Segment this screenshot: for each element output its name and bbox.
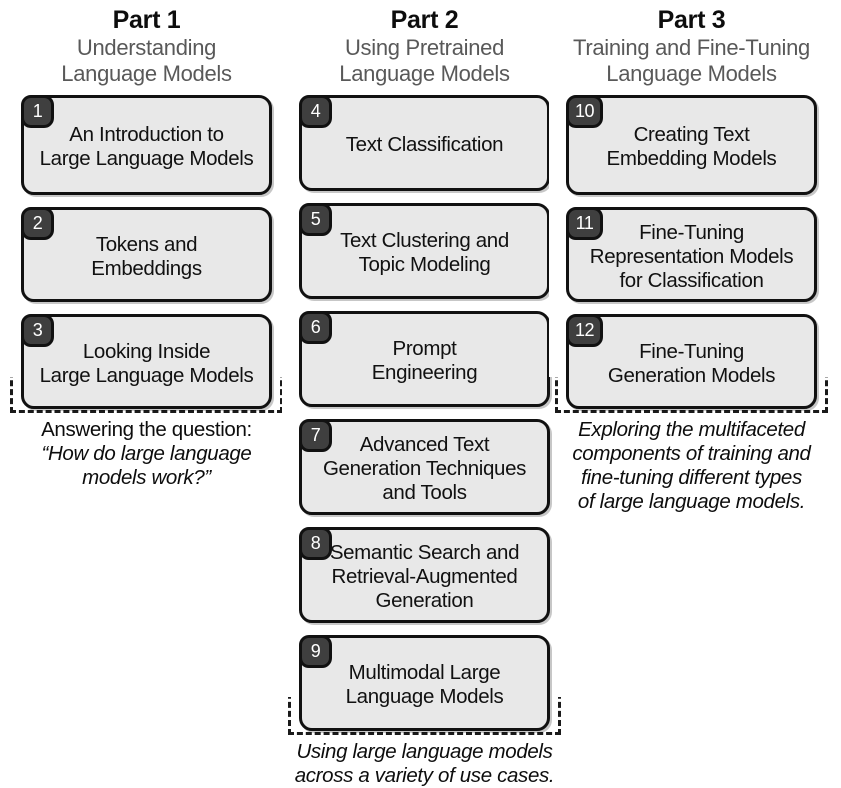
chapter-box-3[interactable]: 3 Looking Inside Large Language Models [21,314,272,410]
chapter-box-2[interactable]: 2 Tokens and Embeddings [21,207,272,303]
chapter-number-badge: 7 [299,419,332,453]
chapter-title: Prompt Engineering [371,337,478,385]
chapter-number-badge: 5 [299,203,332,237]
chapter-title: Text Classification [345,133,504,157]
chapter-title: Multimodal Large Language Models [345,661,504,709]
part-3-chapter-list: 10 Creating Text Embedding Models 11 Fin… [555,95,828,410]
chapter-number-badge: 9 [299,635,332,669]
part-3-chapter-group: 10 Creating Text Embedding Models 11 Fin… [549,89,834,414]
part-1-chapter-group: 1 An Introduction to Large Language Mode… [4,89,289,414]
part-2-column: Part 2 Using Pretrained Language Models … [282,0,567,788]
chapter-title: Text Clustering and Topic Modeling [340,229,509,277]
part-3-column: Part 3 Training and Fine-Tuning Language… [549,0,834,514]
part-2-chapter-group: 4 Text Classification 5 Text Clustering … [282,89,567,736]
chapter-number-badge: 12 [566,314,603,348]
chapter-box-12[interactable]: 12 Fine-Tuning Generation Models [566,314,817,410]
chapter-number-badge: 2 [21,207,54,241]
chapter-number-badge: 11 [566,207,603,241]
chapter-number-badge: 4 [299,95,332,129]
chapter-number-badge: 6 [299,311,332,345]
chapter-box-11[interactable]: 11 Fine-Tuning Representation Models for… [566,207,817,303]
chapter-box-9[interactable]: 9 Multimodal Large Language Models [299,635,550,732]
part-1-heading: Part 1 Understanding Language Models [10,6,283,86]
chapter-box-5[interactable]: 5 Text Clustering and Topic Modeling [299,203,550,300]
chapter-box-7[interactable]: 7 Advanced Text Generation Techniques an… [299,419,550,516]
chapter-number-badge: 3 [21,314,54,348]
chapter-number-badge: 1 [21,95,54,129]
chapter-box-6[interactable]: 6 Prompt Engineering [299,311,550,408]
part-3-subtitle: Training and Fine-Tuning Language Models [573,35,810,86]
chapter-title: Tokens and Embeddings [91,232,202,280]
part-1-caption-lead: Answering the question: [41,418,252,442]
part-3-title: Part 3 [657,6,726,34]
part-2-heading: Part 2 Using Pretrained Language Models [288,6,561,86]
chapter-number-badge: 8 [299,527,332,561]
part-1-column: Part 1 Understanding Language Models 1 A… [4,0,289,490]
chapter-title: Creating Text Embedding Models [606,123,777,171]
chapter-title: An Introduction to Large Language Models [39,123,254,171]
part-1-subtitle: Understanding Language Models [61,35,232,86]
chapter-box-8[interactable]: 8 Semantic Search and Retrieval-Augmente… [299,527,550,624]
part-2-title: Part 2 [390,6,459,34]
part-2-caption: Using large language models across a var… [294,740,555,788]
chapter-title: Advanced Text Generation Techniques and … [322,433,527,505]
chapter-box-1[interactable]: 1 An Introduction to Large Language Mode… [21,95,272,196]
chapter-title: Fine-Tuning Generation Models [607,339,776,387]
chapter-title: Looking Inside Large Language Models [39,339,254,387]
part-1-caption: Answering the question: “How do large la… [10,418,283,490]
chapter-title: Fine-Tuning Representation Models for Cl… [589,220,794,292]
part-1-chapter-list: 1 An Introduction to Large Language Mode… [10,95,283,410]
chapter-number-badge: 10 [566,95,603,129]
part-1-caption-question: “How do large language models work?” [41,442,252,489]
chapter-title: Semantic Search and Retrieval-Augmented … [329,541,520,613]
chapter-box-4[interactable]: 4 Text Classification [299,95,550,192]
part-2-subtitle: Using Pretrained Language Models [339,35,510,86]
part-3-heading: Part 3 Training and Fine-Tuning Language… [555,6,828,86]
part-1-title: Part 1 [112,6,181,34]
chapter-box-10[interactable]: 10 Creating Text Embedding Models [566,95,817,196]
part-3-caption: Exploring the multifaceted components of… [572,418,811,513]
part-2-chapter-list: 4 Text Classification 5 Text Clustering … [288,95,561,732]
